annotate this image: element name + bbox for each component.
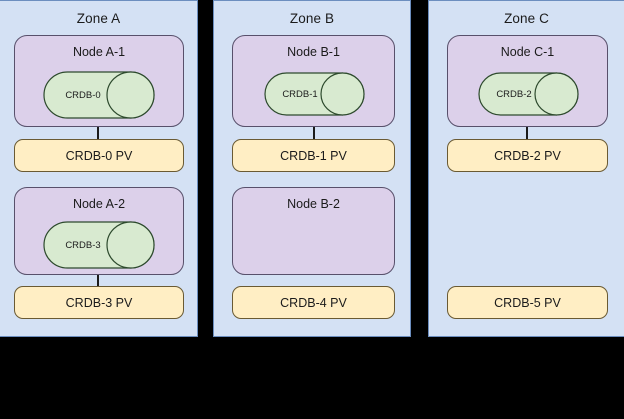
connector-node-c-1-to-crdb-2-pv bbox=[526, 127, 528, 139]
node-b-2-title: Node B-2 bbox=[287, 197, 340, 211]
connector-node-a-2-to-crdb-3-pv bbox=[97, 275, 99, 286]
database-crdb-3[interactable]: CRDB-3 bbox=[43, 221, 155, 269]
zone-c-title: Zone C bbox=[504, 11, 549, 26]
connector-node-b-1-to-crdb-1-pv bbox=[313, 127, 315, 139]
node-a-1-title: Node A-1 bbox=[72, 45, 126, 59]
zone-c[interactable]: Zone C Node C-1 CRDB-2 CRDB-2 PV CRDB-5 … bbox=[428, 0, 624, 337]
pv-crdb-1-label: CRDB-1 PV bbox=[280, 148, 347, 163]
pv-crdb-3-label: CRDB-3 PV bbox=[65, 295, 133, 310]
pv-crdb-0[interactable]: CRDB-0 PV bbox=[14, 139, 184, 172]
database-crdb-0[interactable]: CRDB-0 bbox=[43, 71, 155, 119]
zone-a[interactable]: Zone A Node A-1 CRDB-0 CRDB-0 PV Node A-… bbox=[0, 0, 198, 337]
node-a-2-title: Node A-2 bbox=[72, 197, 126, 211]
pv-crdb-5-label: CRDB-5 PV bbox=[494, 295, 561, 310]
pv-crdb-3[interactable]: CRDB-3 PV bbox=[14, 286, 184, 319]
pv-crdb-4[interactable]: CRDB-4 PV bbox=[232, 286, 395, 319]
zone-a-title: Zone A bbox=[76, 11, 121, 26]
connector-node-a-1-to-crdb-0-pv bbox=[97, 127, 99, 139]
pv-crdb-1[interactable]: CRDB-1 PV bbox=[232, 139, 395, 172]
cylinder-icon bbox=[478, 72, 579, 116]
node-b-1[interactable]: Node B-1 CRDB-1 bbox=[232, 35, 395, 127]
node-a-2[interactable]: Node A-2 CRDB-3 bbox=[14, 187, 184, 275]
database-crdb-1[interactable]: CRDB-1 bbox=[264, 72, 365, 116]
pv-crdb-4-label: CRDB-4 PV bbox=[280, 295, 347, 310]
zone-b-title: Zone B bbox=[289, 11, 335, 26]
node-c-1-title: Node C-1 bbox=[500, 45, 555, 59]
cylinder-icon bbox=[43, 221, 155, 269]
node-a-1[interactable]: Node A-1 CRDB-0 bbox=[14, 35, 184, 127]
pv-crdb-2-label: CRDB-2 PV bbox=[494, 148, 561, 163]
database-crdb-2[interactable]: CRDB-2 bbox=[478, 72, 579, 116]
node-b-1-title: Node B-1 bbox=[287, 45, 340, 59]
cylinder-icon bbox=[43, 71, 155, 119]
zone-b[interactable]: Zone B Node B-1 CRDB-1 CRDB-1 PV Node B-… bbox=[213, 0, 411, 337]
pv-crdb-5[interactable]: CRDB-5 PV bbox=[447, 286, 608, 319]
cylinder-icon bbox=[264, 72, 365, 116]
node-b-2[interactable]: Node B-2 bbox=[232, 187, 395, 275]
pv-crdb-0-label: CRDB-0 PV bbox=[65, 148, 133, 163]
pv-crdb-2[interactable]: CRDB-2 PV bbox=[447, 139, 608, 172]
node-c-1[interactable]: Node C-1 CRDB-2 bbox=[447, 35, 608, 127]
